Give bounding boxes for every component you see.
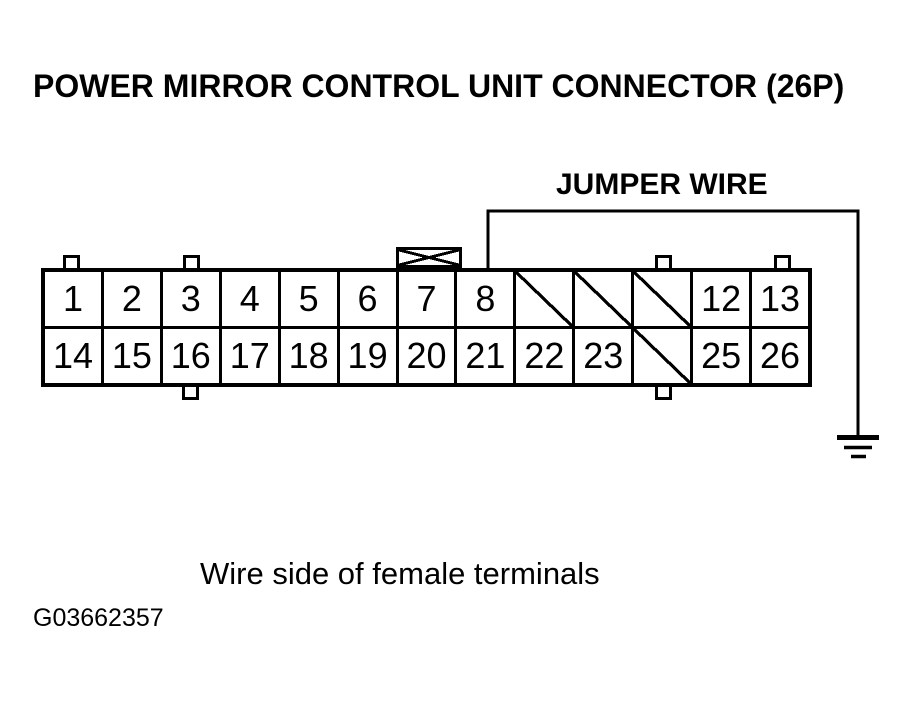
pin-cell-unused — [634, 272, 694, 329]
pin-cell-3: 3 — [162, 272, 222, 329]
connector-tab-top-4-icon — [774, 255, 791, 269]
pin-cell-25: 25 — [693, 329, 753, 383]
pin-cell-13: 13 — [752, 272, 808, 329]
pin-cell-6: 6 — [339, 272, 399, 329]
pin-cell-18: 18 — [280, 329, 340, 383]
pin-cell-20: 20 — [398, 329, 458, 383]
pin-cell-17: 17 — [221, 329, 281, 383]
figure-id: G03662357 — [33, 604, 164, 632]
connector-tab-bottom-1-icon — [182, 386, 199, 400]
jumper-wire-label: JUMPER WIRE — [556, 168, 768, 201]
pin-cell-23: 23 — [575, 329, 635, 383]
pin-cell-26: 26 — [752, 329, 808, 383]
pin-cell-4: 4 — [221, 272, 281, 329]
connector-tab-bottom-2-icon — [655, 386, 672, 400]
pin-cell-16: 16 — [162, 329, 222, 383]
connector-tab-top-2-icon — [183, 255, 200, 269]
pin-cell-7: 7 — [398, 272, 458, 329]
connector-tab-top-3-icon — [655, 255, 672, 269]
page-title: POWER MIRROR CONTROL UNIT CONNECTOR (26P… — [33, 68, 845, 104]
pin-cell-unused — [575, 272, 635, 329]
pin-cell-14: 14 — [45, 329, 104, 383]
ground-icon — [837, 435, 879, 459]
pin-cell-15: 15 — [103, 329, 163, 383]
pin-cell-unused — [634, 329, 694, 383]
pin-cell-12: 12 — [693, 272, 753, 329]
pin-cell-19: 19 — [339, 329, 399, 383]
connector-tab-top-1-icon — [63, 255, 80, 269]
pin-cell-8: 8 — [457, 272, 517, 329]
pin-cell-22: 22 — [516, 329, 576, 383]
pin-cell-5: 5 — [280, 272, 340, 329]
connector-latch-crossed-box-icon — [396, 247, 462, 268]
pin-cell-unused — [516, 272, 576, 329]
caption-wire-side: Wire side of female terminals — [200, 556, 600, 591]
pin-cell-1: 1 — [45, 272, 104, 329]
pin-cell-2: 2 — [103, 272, 163, 329]
pin-cell-21: 21 — [457, 329, 517, 383]
